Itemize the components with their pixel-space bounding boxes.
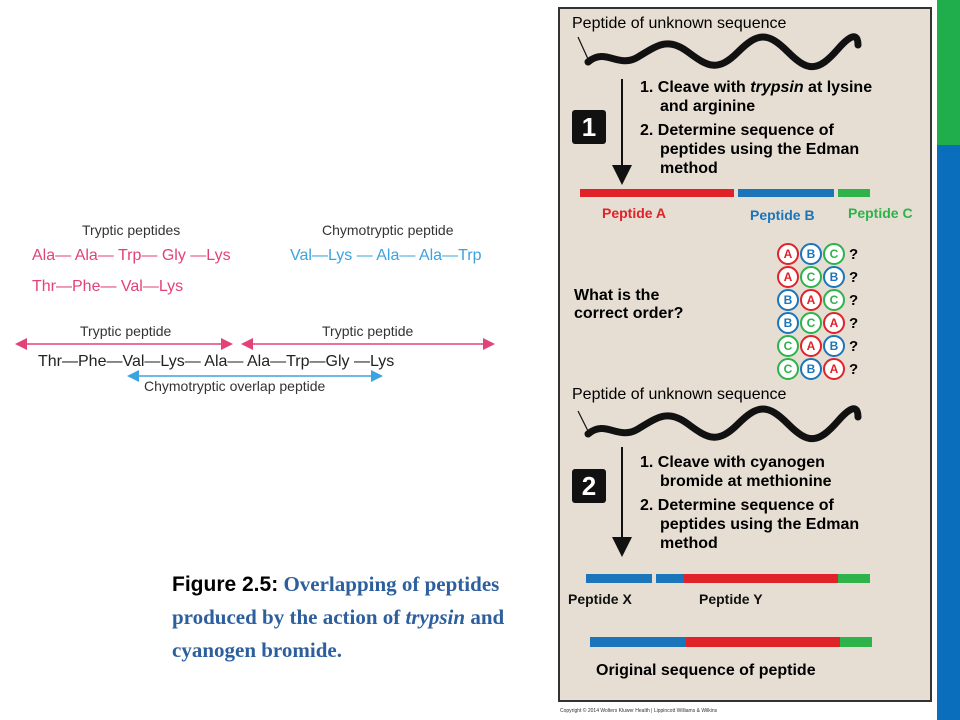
unknown-sequence-label-1: Peptide of unknown sequence	[572, 15, 787, 32]
peptide-x-bar	[586, 574, 652, 583]
peptide-b-bar	[738, 189, 834, 197]
question-line-2: correct order?	[574, 305, 684, 322]
peptide-y-green-part	[838, 574, 870, 583]
step2-instruction-1: 1. Cleave with cyanogen	[640, 454, 825, 471]
peptide-x-label: Peptide X	[568, 591, 632, 607]
step1-instruction-4: peptides using the Edman	[660, 141, 860, 158]
tryptic-peptide-right-label: Tryptic peptide	[322, 323, 414, 339]
question-mark: ?	[849, 360, 859, 378]
peptide-b-circle: B	[823, 335, 845, 357]
question-mark: ?	[849, 291, 859, 309]
caption-text-2: and cyanogen bromide.	[172, 605, 505, 662]
peptide-c-label: Peptide C	[848, 205, 913, 221]
peptide-a-circle: A	[800, 335, 822, 357]
question-mark: ?	[849, 268, 859, 286]
question-mark: ?	[849, 314, 859, 332]
step1-instruction-3: 2. Determine sequence of	[640, 122, 834, 139]
step1-instruction-1: 1. Cleave with trypsin at lysine	[640, 78, 872, 97]
chymotryptic-peptide-row: Val—Lys — Ala— Ala—Trp	[290, 247, 482, 264]
step1-instruction-5: method	[660, 160, 718, 177]
peptide-y-blue-part	[656, 574, 684, 583]
step-2-badge: 2	[572, 469, 606, 503]
step2-instruction-4: peptides using the Edman	[660, 516, 860, 533]
tryptic-peptide-row-2: Thr—Phe— Val—Lys	[32, 278, 184, 295]
peptide-c-circle: C	[777, 358, 799, 380]
figure-caption: Figure 2.5: Overlapping of peptides prod…	[172, 568, 542, 667]
step1-text-b: at lysine	[803, 79, 873, 96]
full-sequence: Thr—Phe—Val—Lys— Ala— Ala—Trp—Gly —Lys	[38, 353, 395, 370]
peptide-c-bar	[838, 189, 870, 197]
peptide-b-circle: B	[800, 358, 822, 380]
wavy-peptide-1	[584, 33, 862, 71]
peptide-c-circle: C	[777, 335, 799, 357]
peptide-y-red-part	[684, 574, 838, 583]
step2-instruction-2: bromide at methionine	[660, 473, 832, 490]
peptide-a-circle: A	[777, 266, 799, 288]
overlap-arrows	[15, 338, 495, 382]
copyright-text: Copyright © 2014 Wolters Kluwer Health |…	[560, 708, 718, 714]
figure-label: Figure 2.5:	[172, 573, 279, 596]
step2-instruction-3: 2. Determine sequence of	[640, 497, 834, 514]
tryptic-peptide-row-1: Ala— Ala— Trp— Gly —Lys	[32, 247, 231, 264]
question-mark: ?	[849, 245, 859, 263]
caption-text-1: Overlapping of peptides produced by the …	[172, 572, 500, 629]
procedure-panel	[558, 7, 932, 702]
step2-instruction-5: method	[660, 535, 718, 552]
peptide-b-label: Peptide B	[750, 207, 815, 223]
peptide-b-circle: B	[777, 289, 799, 311]
edge-green-bar	[937, 0, 960, 145]
pointer-1	[577, 36, 589, 60]
panel-graphics	[577, 33, 872, 647]
peptide-a-label: Peptide A	[602, 205, 667, 221]
peptide-a-circle: A	[823, 358, 845, 380]
peptide-c-circle: C	[823, 289, 845, 311]
peptide-y-label: Peptide Y	[699, 591, 763, 607]
peptide-a-circle: A	[800, 289, 822, 311]
peptide-b-circle: B	[823, 266, 845, 288]
peptide-c-circle: C	[800, 266, 822, 288]
pointer-2	[577, 410, 589, 432]
question-mark: ?	[849, 337, 859, 355]
step1-italic-trypsin: trypsin	[750, 79, 804, 96]
step1-instruction-2: and arginine	[660, 98, 756, 115]
question-line-1: What is the	[574, 287, 660, 304]
peptide-b-circle: B	[777, 312, 799, 334]
chymotryptic-overlap-label: Chymotryptic overlap peptide	[144, 378, 326, 394]
original-blue-part	[590, 637, 686, 647]
peptide-b-circle: B	[800, 243, 822, 265]
original-red-part	[686, 637, 840, 647]
peptide-a-bar	[580, 189, 734, 197]
step-1-badge: 1	[572, 110, 606, 144]
peptide-c-circle: C	[800, 312, 822, 334]
step1-text-a: 1. Cleave with	[640, 79, 751, 96]
edge-blue-bar	[937, 145, 960, 720]
peptide-a-circle: A	[823, 312, 845, 334]
unknown-sequence-label-2: Peptide of unknown sequence	[572, 386, 787, 403]
tryptic-peptides-label: Tryptic peptides	[82, 222, 181, 238]
tryptic-peptide-left-label: Tryptic peptide	[80, 323, 172, 339]
wavy-peptide-2	[584, 405, 862, 443]
peptide-c-circle: C	[823, 243, 845, 265]
peptide-a-circle: A	[777, 243, 799, 265]
original-green-part	[840, 637, 872, 647]
original-sequence-label: Original sequence of peptide	[596, 662, 816, 679]
chymotryptic-peptide-label: Chymotryptic peptide	[322, 222, 454, 238]
caption-italic-word: trypsin	[405, 605, 466, 629]
